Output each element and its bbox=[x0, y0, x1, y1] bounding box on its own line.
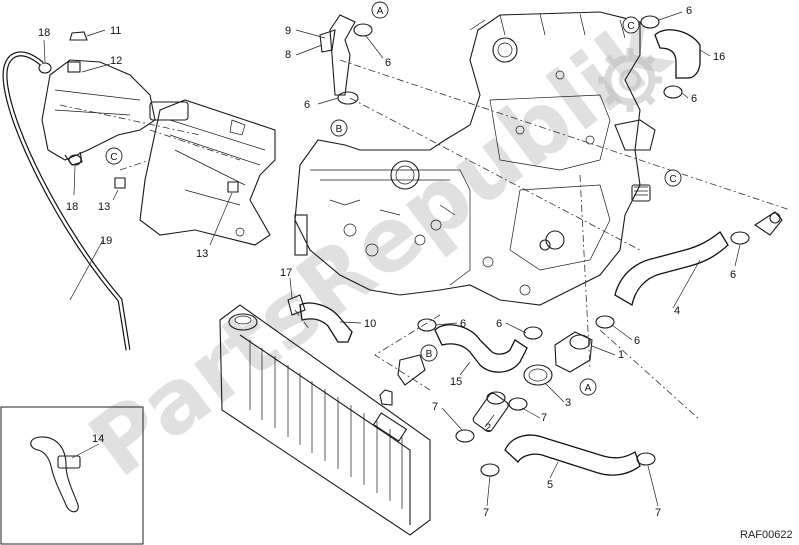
inset-detail-box bbox=[0, 406, 144, 545]
callout-a-top: A bbox=[371, 1, 389, 19]
assembly-lines bbox=[59, 59, 791, 421]
hose-4 bbox=[614, 231, 729, 307]
reference-code: RAF00622 bbox=[740, 529, 793, 541]
label-6-topright: 6 bbox=[686, 5, 692, 17]
label-13-left: 13 bbox=[98, 201, 110, 213]
hose-10 bbox=[299, 302, 353, 343]
label-6-center: 6 bbox=[496, 318, 502, 330]
label-16: 16 bbox=[713, 51, 725, 63]
label-6-right: 6 bbox=[691, 93, 697, 105]
label-6-hose15: 6 bbox=[460, 318, 466, 330]
bracket-b bbox=[397, 354, 426, 386]
label-13-right: 13 bbox=[196, 248, 208, 260]
label-7-c: 7 bbox=[483, 507, 489, 519]
label-8: 8 bbox=[285, 49, 291, 61]
label-1: 1 bbox=[618, 349, 624, 361]
callout-b-top: B bbox=[330, 119, 348, 137]
radiator bbox=[219, 304, 431, 536]
svg-text:A: A bbox=[585, 383, 592, 394]
fitting-9 bbox=[319, 14, 356, 96]
label-18-top: 18 bbox=[38, 27, 50, 39]
label-14: 14 bbox=[92, 433, 104, 445]
label-9: 9 bbox=[285, 25, 291, 37]
callout-c-left: C bbox=[105, 147, 123, 165]
svg-text:B: B bbox=[336, 124, 343, 135]
frame bbox=[139, 99, 276, 246]
hose-clamp-6 bbox=[337, 15, 750, 340]
label-6-mid: 6 bbox=[304, 99, 310, 111]
label-6-righthose: 6 bbox=[634, 335, 640, 347]
clamp-18-top bbox=[38, 62, 52, 74]
callout-c-right: C bbox=[664, 169, 682, 187]
bolt-13-left bbox=[114, 177, 126, 189]
leader-lines bbox=[43, 11, 741, 507]
expansion-tank bbox=[41, 31, 156, 166]
label-19: 19 bbox=[100, 235, 112, 247]
watermark-text: PartsRepublik bbox=[71, 0, 689, 497]
label-6-farright: 6 bbox=[730, 269, 736, 281]
seal-ring-3 bbox=[523, 364, 553, 386]
label-7-b: 7 bbox=[541, 412, 547, 424]
bracket-17 bbox=[287, 294, 306, 316]
label-5: 5 bbox=[547, 479, 553, 491]
label-6-top: 6 bbox=[385, 57, 391, 69]
clamp-18-bottom bbox=[68, 154, 82, 166]
thermostat-1 bbox=[554, 331, 593, 373]
fitting-right bbox=[753, 211, 783, 236]
svg-text:C: C bbox=[669, 174, 676, 185]
svg-text:A: A bbox=[377, 6, 384, 17]
label-10: 10 bbox=[364, 318, 376, 330]
hose-5 bbox=[504, 434, 641, 476]
label-11: 11 bbox=[110, 25, 121, 37]
svg-text:C: C bbox=[110, 152, 117, 163]
label-4: 4 bbox=[674, 305, 680, 317]
label-3: 3 bbox=[565, 397, 571, 409]
svg-text:B: B bbox=[426, 349, 433, 360]
label-17: 17 bbox=[280, 267, 292, 279]
label-7-a: 7 bbox=[432, 401, 438, 413]
callout-c-top: C bbox=[622, 16, 640, 34]
label-15: 15 bbox=[450, 376, 462, 388]
svg-text:C: C bbox=[627, 21, 634, 32]
label-18-bottom: 18 bbox=[66, 201, 78, 213]
label-12: 12 bbox=[110, 55, 122, 67]
label-7-d: 7 bbox=[655, 507, 661, 519]
part-labels: 11 12 18 18 13 13 19 9 8 6 6 6 16 6 6 4 … bbox=[38, 5, 736, 519]
hose-15 bbox=[434, 324, 528, 373]
coupling-2 bbox=[472, 391, 509, 433]
hose-16 bbox=[654, 29, 701, 79]
engine-block bbox=[294, 11, 656, 306]
bolt-13-right bbox=[227, 181, 239, 193]
callout-a-mid: A bbox=[579, 378, 597, 396]
callout-b-mid: B bbox=[420, 344, 438, 362]
label-2: 2 bbox=[485, 422, 491, 434]
